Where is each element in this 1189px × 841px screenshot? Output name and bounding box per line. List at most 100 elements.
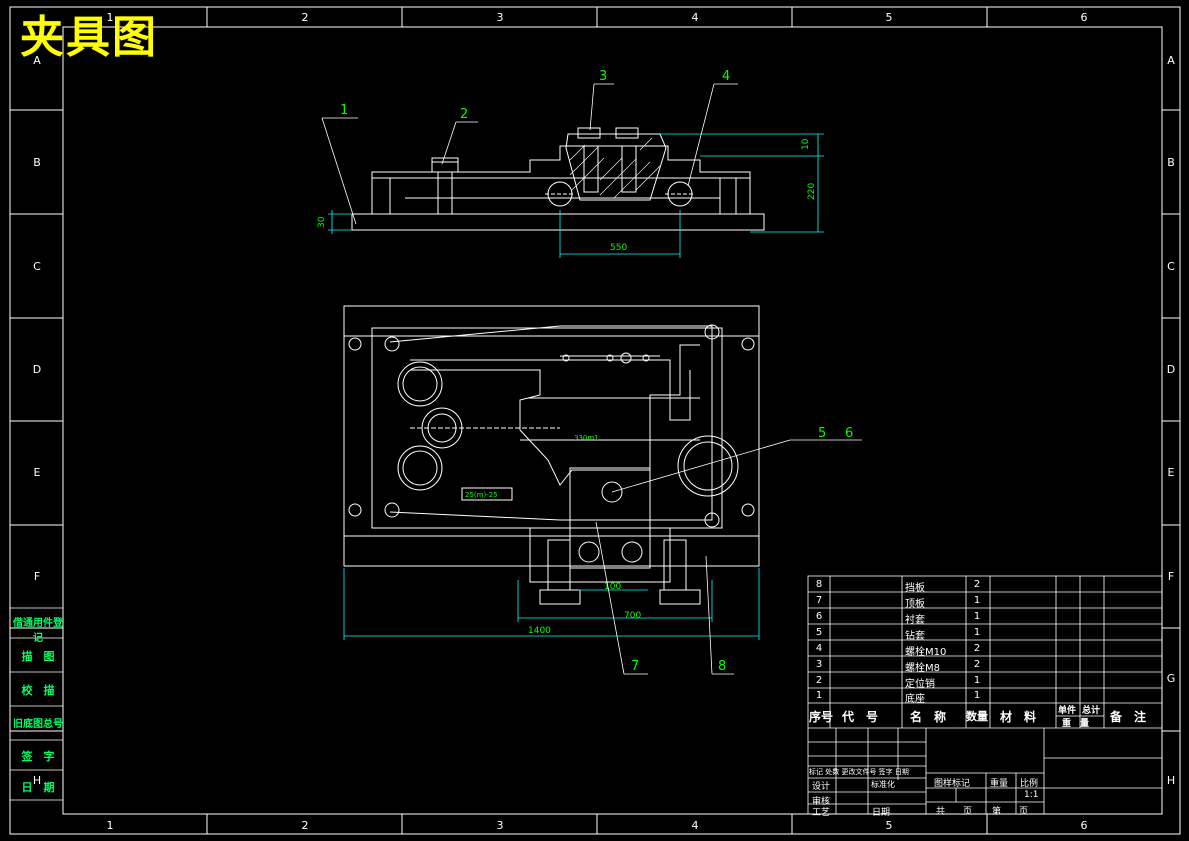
side-label-date: 日 期	[21, 781, 55, 794]
bom-row-qty: 1	[973, 675, 981, 686]
dim-550: 550	[610, 243, 627, 253]
dim-10: 10	[801, 138, 811, 150]
zone-row-right: D	[1167, 363, 1175, 376]
side-label-borrow: 借通用件登记	[13, 618, 63, 644]
tb-sheet-no: 第 页	[992, 807, 1029, 817]
zone-row-right: E	[1168, 466, 1175, 479]
bom-row-no: 1	[815, 690, 823, 701]
zone-col-top: 4	[692, 11, 699, 24]
zone-col-bottom: 2	[302, 819, 309, 832]
zone-col-top: 3	[497, 11, 504, 24]
dim-220: 220	[807, 183, 817, 200]
zone-col-top: 5	[886, 11, 893, 24]
bom-row-name: 螺栓M10	[905, 647, 947, 658]
bom-row-no: 8	[815, 579, 823, 590]
callout-numbers: 1 2 3 4 5 6 7 8	[340, 69, 853, 674]
zone-row-left: B	[33, 156, 41, 169]
side-stamp-grid	[10, 607, 63, 801]
zone-row-right: F	[1168, 570, 1174, 583]
bom-table-grid	[807, 575, 1163, 815]
zone-row-right: B	[1167, 156, 1175, 169]
bom-header-remark: 备 注	[1110, 710, 1147, 724]
tb-standard: 标准化	[871, 780, 895, 789]
dim-25: 25(m)-25	[465, 491, 498, 499]
tb-scale: 1:1	[1024, 790, 1039, 800]
tb-date: 日期	[872, 808, 891, 818]
callout-leaders	[321, 83, 862, 675]
zone-row-left: E	[34, 466, 41, 479]
callout-4: 4	[722, 69, 730, 84]
front-dim-text: 10 220 30 550	[317, 138, 817, 253]
bom-row-no: 4	[815, 643, 823, 654]
bom-row-name: 顶板	[905, 599, 925, 610]
bom-header-name: 名 称	[910, 710, 947, 724]
bom-header-no: 序号	[809, 710, 834, 724]
zone-col-top: 1	[107, 11, 114, 24]
bom-row-qty: 1	[973, 595, 981, 606]
bom-row-name: 底座	[905, 694, 925, 705]
callout-7: 7	[631, 659, 639, 674]
zone-row-right: A	[1167, 54, 1175, 67]
drawing-frame	[9, 6, 1181, 835]
callout-8: 8	[718, 659, 726, 674]
top-dim-text: 1400 700 100 330m1 25(m)-25	[465, 434, 641, 636]
bom-row-qty: 2	[973, 659, 981, 670]
zone-col-bottom: 3	[497, 819, 504, 832]
bom-row-name: 螺栓M8	[905, 663, 940, 674]
tb-review: 审核	[812, 797, 831, 807]
bom-header-code: 代 号	[842, 710, 879, 724]
tb-process: 工艺	[812, 808, 831, 818]
side-label-check: 校 描	[21, 684, 55, 697]
bom-header-total-weight: 总计	[1082, 706, 1101, 716]
dim-330: 330m1	[574, 434, 599, 442]
callout-1: 1	[340, 103, 348, 118]
bom-header-qty: 数量	[966, 710, 988, 723]
dim-1400: 1400	[528, 626, 551, 636]
zone-col-top: 6	[1081, 11, 1088, 24]
tb-change-row: 标记 处数 更改文件号 签字 日期	[809, 768, 909, 776]
bom-row-no: 2	[815, 675, 823, 686]
zone-row-right: G	[1167, 672, 1176, 685]
zone-row-left: D	[33, 363, 41, 376]
zone-row-left: F	[34, 570, 40, 583]
bom-header-unit-weight: 单件	[1058, 706, 1077, 716]
bom-row-no: 5	[815, 627, 823, 638]
tb-stage-mark: 图样标记	[934, 779, 971, 789]
zone-col-bottom: 4	[692, 819, 699, 832]
zone-col-bottom: 1	[107, 819, 114, 832]
dim-700: 700	[624, 611, 641, 621]
callout-6: 6	[845, 426, 853, 441]
zone-row-left: A	[33, 54, 41, 67]
tb-sheets-total: 共 页	[936, 807, 973, 817]
callout-5: 5	[818, 426, 826, 441]
bom-row-name: 挡板	[905, 583, 925, 594]
tb-weight: 重量	[990, 779, 1009, 789]
bom-row-name: 衬套	[905, 615, 925, 626]
zone-row-left: H	[33, 774, 41, 787]
zone-col-bottom: 6	[1081, 819, 1088, 832]
front-view-dims	[328, 133, 824, 258]
bom-row-no: 3	[815, 659, 823, 670]
zone-row-right: H	[1167, 774, 1175, 787]
bom-row-qty: 1	[973, 611, 981, 622]
top-view	[343, 305, 760, 605]
zone-row-left: C	[33, 260, 41, 273]
bom-row-qty: 2	[973, 579, 981, 590]
side-label-old-number: 旧底图总号	[13, 719, 63, 730]
front-view	[351, 127, 765, 231]
bom-row-name: 定位销	[905, 679, 935, 690]
callout-3: 3	[599, 69, 607, 84]
bom-row-name: 钻套	[905, 631, 925, 642]
bom-row-qty: 1	[973, 627, 981, 638]
zone-col-top: 2	[302, 11, 309, 24]
bom-header-material: 材 料	[1000, 710, 1037, 724]
side-label-sign: 签 字	[21, 750, 55, 763]
tb-design: 设计	[812, 782, 831, 792]
callout-2: 2	[460, 107, 468, 122]
side-label-trace: 描 图	[21, 650, 55, 663]
dim-30: 30	[317, 216, 327, 228]
bom-row-qty: 2	[973, 643, 981, 654]
zone-col-bottom: 5	[886, 819, 893, 832]
bom-row-no: 6	[815, 611, 823, 622]
